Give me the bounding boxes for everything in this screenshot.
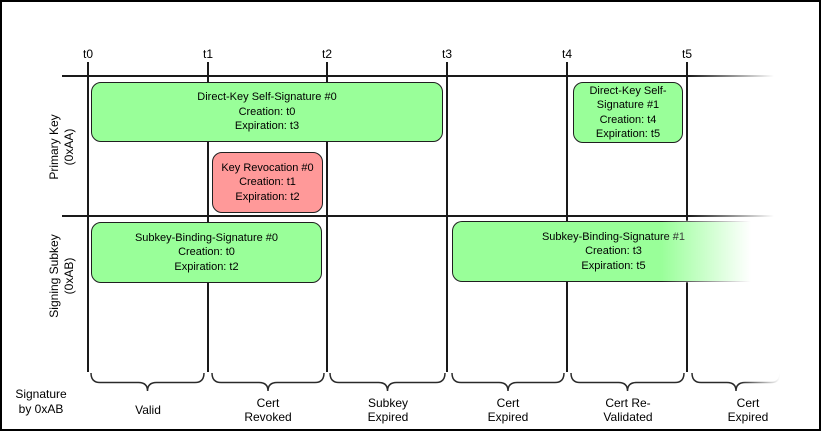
brace-subkey-expired	[329, 372, 446, 392]
signature-box-key-revocation-0: Key Revocation #0 Creation: t1 Expiratio…	[212, 152, 323, 213]
signature-box-direct-key-self-signature-0: Direct-Key Self-Signature #0 Creation: t…	[91, 82, 443, 142]
gridline-t1	[207, 62, 209, 372]
gridline-t2	[326, 62, 328, 372]
signature-creation: Creation: t0	[178, 246, 235, 259]
brace-cert-revoked	[211, 372, 325, 392]
row-label-signing-subkey: Signing Subkey (0xAB)	[47, 234, 76, 318]
signature-creation: Creation: t1	[239, 176, 296, 189]
bottom-axis-label: Signature by 0xAB	[15, 387, 67, 416]
signature-title: Direct-Key Self-Signature #0	[197, 91, 337, 104]
gridline-t0	[87, 62, 89, 372]
primary-key-timeline-line	[62, 75, 774, 77]
segment-label-cert-revoked: Cert Revoked	[244, 396, 292, 424]
signature-box-direct-key-self-signature-1: Direct-Key Self- Signature #1 Creation: …	[573, 82, 683, 143]
signature-expiration: Expiration: t5	[595, 128, 661, 140]
segment-label-cert-expired-2: Cert Expired	[727, 396, 769, 424]
tick-label-t1: t1	[202, 47, 213, 61]
signing-subkey-timeline-line	[62, 215, 774, 217]
row-label-primary-key: Primary Key (0xAA)	[47, 114, 76, 180]
brace-cert-expired-2	[691, 372, 781, 392]
segment-label-cert-revalidated: Cert Re- Validated	[603, 396, 653, 424]
gridline-t5	[686, 62, 688, 372]
signature-title: Direct-Key Self- Signature #1	[589, 84, 667, 112]
signature-expiration: Expiration: t3	[234, 120, 300, 133]
segment-label-valid: Valid	[135, 403, 161, 417]
tick-label-t3: t3	[441, 47, 452, 61]
signature-expiration: Expiration: t2	[174, 260, 239, 273]
signature-title: Subkey-Binding-Signature #1	[541, 230, 686, 243]
gridline-t4	[566, 62, 568, 372]
brace-valid	[90, 372, 205, 392]
signature-creation: Creation: t4	[599, 113, 657, 126]
signature-title: Subkey-Binding-Signature #0	[134, 231, 279, 244]
tick-label-t0: t0	[82, 47, 93, 61]
segment-label-cert-expired-1: Cert Expired	[487, 396, 529, 424]
brace-cert-expired-1	[451, 372, 565, 392]
signature-title: Key Revocation #0	[221, 161, 314, 174]
brace-cert-revalidated	[570, 372, 685, 392]
signature-expiration: Expiration: t5	[581, 259, 646, 272]
segment-label-subkey-expired: Subkey Expired	[367, 396, 409, 424]
gridline-t3	[446, 62, 448, 372]
signature-creation: Creation: t0	[238, 105, 296, 118]
signature-creation: Creation: t3	[585, 245, 642, 258]
signature-expiration: Expiration: t2	[235, 190, 300, 203]
signature-box-subkey-binding-signature-0: Subkey-Binding-Signature #0 Creation: t0…	[91, 222, 322, 283]
tick-label-t4: t4	[561, 47, 572, 61]
signature-box-subkey-binding-signature-1: Subkey-Binding-Signature #1 Creation: t3…	[452, 220, 776, 283]
tick-label-t2: t2	[321, 47, 332, 61]
tick-label-t5: t5	[681, 47, 692, 61]
